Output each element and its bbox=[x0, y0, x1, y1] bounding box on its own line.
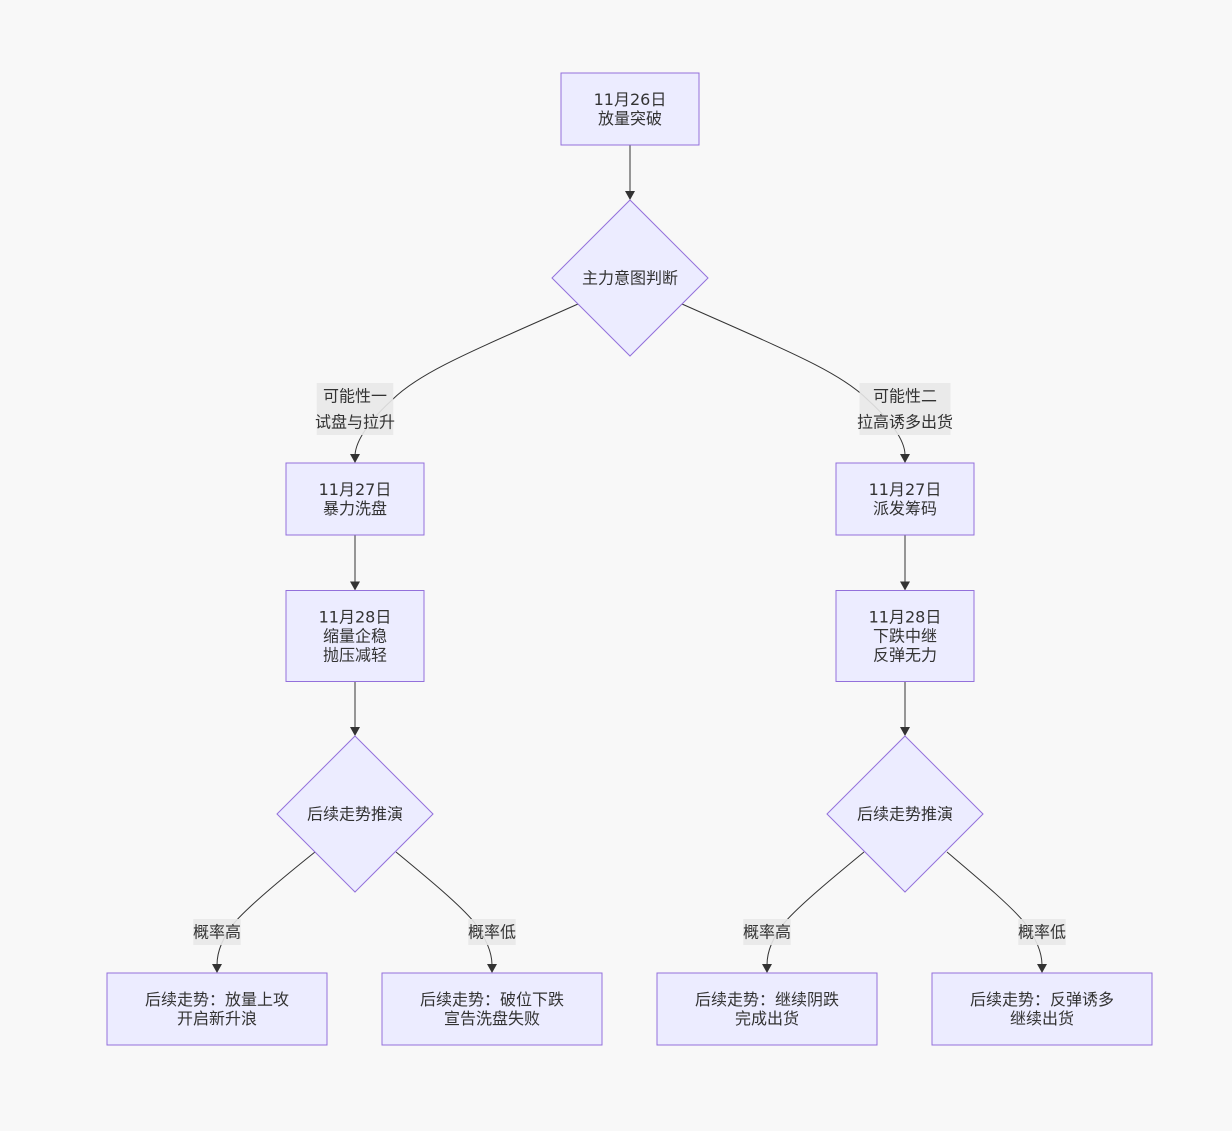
edge-D3-D4 bbox=[762, 851, 865, 973]
edge-D3-D5 bbox=[946, 851, 1047, 973]
arrowhead-icon bbox=[350, 581, 360, 591]
edge-label-text: 拉高诱多出货 bbox=[857, 413, 953, 432]
edge-label-text: 可能性二 bbox=[873, 387, 937, 406]
node-label: 宣告洗盘失败 bbox=[444, 1009, 540, 1028]
arrowhead-icon bbox=[900, 454, 910, 463]
edge-label-background bbox=[1018, 919, 1066, 945]
edge-label: 概率低 bbox=[1018, 919, 1066, 945]
node-d3-decision[interactable]: 后续走势推演 bbox=[826, 735, 984, 893]
node-label: 反弹无力 bbox=[873, 646, 937, 665]
edge-line bbox=[946, 851, 1043, 966]
edge-D1-D2 bbox=[900, 535, 910, 591]
edge-line bbox=[216, 851, 316, 966]
node-label: 11月28日 bbox=[869, 608, 942, 627]
decision-diamond bbox=[276, 735, 434, 893]
node-label: 11月28日 bbox=[319, 608, 392, 627]
node-label: 11月27日 bbox=[869, 480, 942, 499]
node-box bbox=[285, 462, 425, 536]
edge-C3-C4 bbox=[212, 851, 316, 973]
edge-label-text: 概率高 bbox=[743, 923, 791, 942]
node-label: 下跌中继 bbox=[873, 627, 937, 646]
edge-label: 概率高 bbox=[743, 919, 791, 945]
node-box bbox=[106, 972, 328, 1046]
nodes-layer: 11月26日放量突破主力意图判断11月27日暴力洗盘11月28日缩量企稳抛压减轻… bbox=[106, 72, 1153, 1046]
node-label: 暴力洗盘 bbox=[323, 499, 387, 518]
node-c3-decision[interactable]: 后续走势推演 bbox=[276, 735, 434, 893]
arrowhead-icon bbox=[625, 191, 635, 200]
node-label: 主力意图判断 bbox=[582, 269, 678, 288]
edge-label-text: 试盘与拉升 bbox=[315, 413, 395, 432]
arrowhead-icon bbox=[350, 454, 360, 463]
edge-label-text: 概率高 bbox=[193, 923, 241, 942]
node-label: 继续出货 bbox=[1010, 1009, 1074, 1028]
edge-D2-D3 bbox=[900, 681, 910, 736]
edge-label-text: 概率低 bbox=[468, 923, 516, 942]
edge-C2-C3 bbox=[350, 681, 360, 736]
node-label: 后续走势：破位下跌 bbox=[420, 990, 564, 1009]
node-label: 后续走势：继续阴跌 bbox=[695, 990, 839, 1009]
edge-A-B bbox=[625, 145, 635, 200]
node-box bbox=[835, 462, 975, 536]
node-box bbox=[656, 972, 878, 1046]
node-label: 11月26日 bbox=[594, 90, 667, 109]
node-b-decision[interactable]: 主力意图判断 bbox=[551, 199, 709, 357]
edge-label-text: 可能性一 bbox=[323, 387, 387, 406]
arrowhead-icon bbox=[212, 964, 222, 973]
edge-line bbox=[766, 851, 865, 966]
arrowhead-icon bbox=[762, 964, 772, 973]
node-label: 完成出货 bbox=[735, 1009, 799, 1028]
node-label: 派发筹码 bbox=[873, 499, 937, 518]
node-box bbox=[285, 590, 425, 682]
edge-label: 概率低 bbox=[468, 919, 516, 945]
arrowhead-icon bbox=[1037, 964, 1047, 973]
edge-C3-C5 bbox=[395, 851, 497, 973]
edge-label-background bbox=[743, 919, 791, 945]
edge-label-background bbox=[316, 383, 394, 435]
node-label: 缩量企稳 bbox=[323, 627, 387, 646]
arrowhead-icon bbox=[900, 727, 910, 736]
edge-line bbox=[395, 851, 493, 966]
node-box bbox=[931, 972, 1153, 1046]
arrowhead-icon bbox=[900, 581, 910, 591]
node-box bbox=[381, 972, 603, 1046]
edge-label-background bbox=[468, 919, 516, 945]
node-label: 11月27日 bbox=[319, 480, 392, 499]
edge-C1-C2 bbox=[350, 535, 360, 591]
edge-label-text: 概率低 bbox=[1018, 923, 1066, 942]
edge-label-background bbox=[193, 919, 241, 945]
node-label: 抛压减轻 bbox=[323, 646, 387, 665]
node-label: 后续走势：反弹诱多 bbox=[970, 990, 1114, 1009]
edge-label-background bbox=[859, 383, 951, 435]
decision-diamond bbox=[551, 199, 709, 357]
arrowhead-icon bbox=[487, 964, 497, 973]
node-label: 后续走势推演 bbox=[857, 805, 953, 824]
edge-label: 概率高 bbox=[193, 919, 241, 945]
node-label: 后续走势：放量上攻 bbox=[145, 990, 289, 1009]
node-label: 后续走势推演 bbox=[307, 805, 403, 824]
node-label: 放量突破 bbox=[598, 109, 662, 128]
decision-diamond bbox=[826, 735, 984, 893]
node-box bbox=[560, 72, 700, 146]
node-box bbox=[835, 590, 975, 682]
arrowhead-icon bbox=[350, 727, 360, 736]
node-label: 开启新升浪 bbox=[177, 1009, 257, 1028]
